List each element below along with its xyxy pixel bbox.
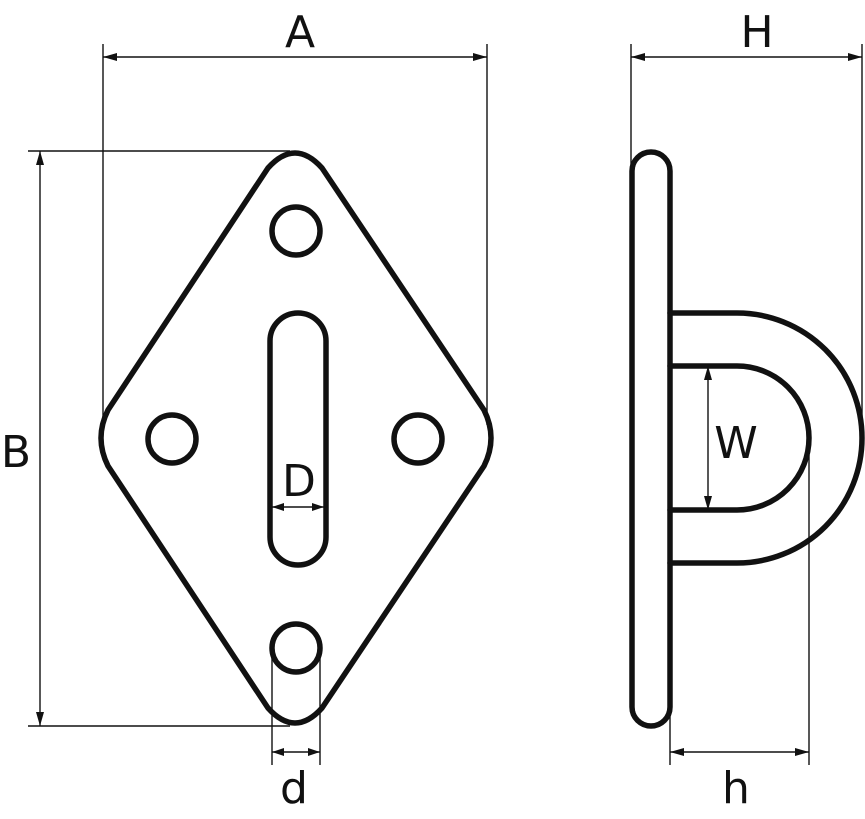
arrowhead-d-lower-right	[308, 748, 320, 756]
label-d-upper: D	[282, 456, 316, 507]
mounting-hole-right	[391, 412, 445, 466]
label-w: W	[714, 418, 758, 469]
arrowhead-d-upper-right	[312, 503, 324, 511]
arrowhead-d-lower-left	[272, 748, 284, 756]
mounting-hole-top	[269, 204, 323, 258]
arrowhead-d-upper-left	[272, 503, 284, 511]
front-view	[98, 150, 494, 726]
label-b: B	[1, 427, 31, 478]
plate-edge	[629, 149, 673, 729]
side-view	[629, 149, 865, 729]
arrowhead-h-upper-left	[631, 53, 645, 61]
arrowhead-w-top	[704, 366, 712, 380]
arrowhead-w-bottom	[704, 496, 712, 510]
diamond-plate-outline	[98, 150, 494, 726]
arrowhead-b-bottom	[36, 712, 44, 726]
label-h-upper: H	[740, 7, 773, 58]
arrowhead-h-upper-right	[848, 53, 862, 61]
label-d-lower: d	[280, 763, 308, 814]
loop-inner	[667, 363, 812, 513]
arrowhead-h-lower-left	[670, 748, 684, 756]
arrowhead-h-lower-right	[795, 748, 809, 756]
mounting-hole-bottom	[269, 621, 323, 675]
center-slot	[267, 310, 329, 568]
arrowhead-a-right	[473, 53, 487, 61]
loop-outer	[667, 310, 865, 566]
mounting-hole-left	[145, 412, 199, 466]
label-h-lower: h	[722, 763, 750, 814]
label-a: A	[285, 7, 315, 58]
arrowhead-a-left	[103, 53, 117, 61]
arrowhead-b-top	[36, 151, 44, 165]
dimensions: A B H h W D	[1, 7, 863, 814]
